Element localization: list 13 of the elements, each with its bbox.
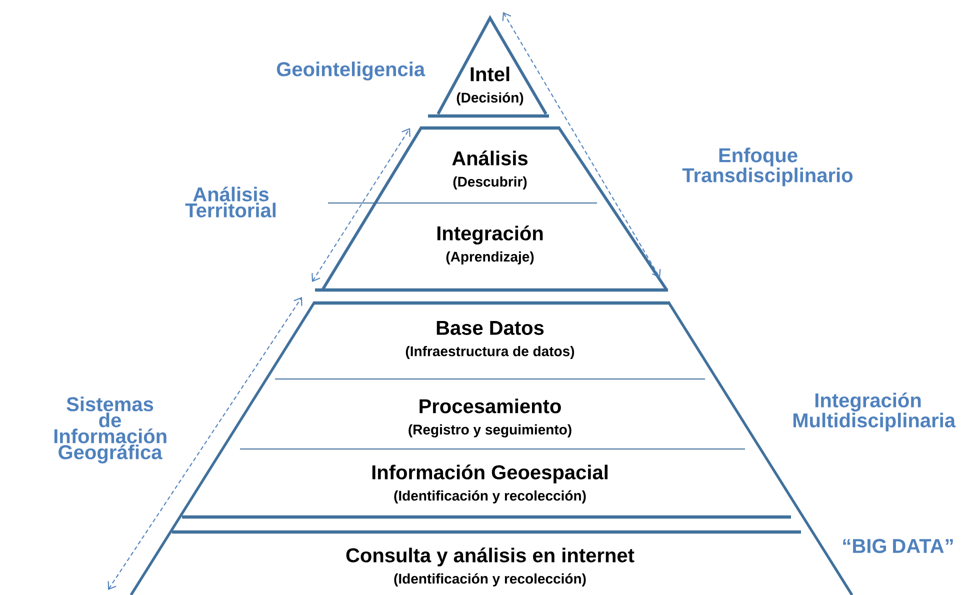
side-label: Enfoque Transdisciplinario xyxy=(682,148,853,186)
pyramid-layer: Procesamiento (Registro y seguimiento) xyxy=(408,398,572,438)
pyramid-layer: Consulta y análisis en internet (Identificación y recolección) xyxy=(346,548,634,586)
side-label: “BIG DATA” xyxy=(843,538,953,554)
side-label: Geointeligencia xyxy=(276,62,426,80)
pyramid-layer: Integración (Aprendizaje) xyxy=(437,226,543,264)
side-label: Sistemas de Información Geográfica xyxy=(54,396,166,464)
pyramid-layer: Base Datos (Infraestructura de datos) xyxy=(406,321,574,359)
pyramid-layer: Análisis (Descubrir) xyxy=(452,150,528,190)
side-label: Integración Multidisciplinaria xyxy=(793,392,956,432)
pyramid-layer: Información Geoespacial (Identificación y recolección) xyxy=(372,464,608,504)
pyramid-layer: Intel (Decisión) xyxy=(456,66,524,106)
side-label: Análisis Territorial xyxy=(185,186,276,218)
